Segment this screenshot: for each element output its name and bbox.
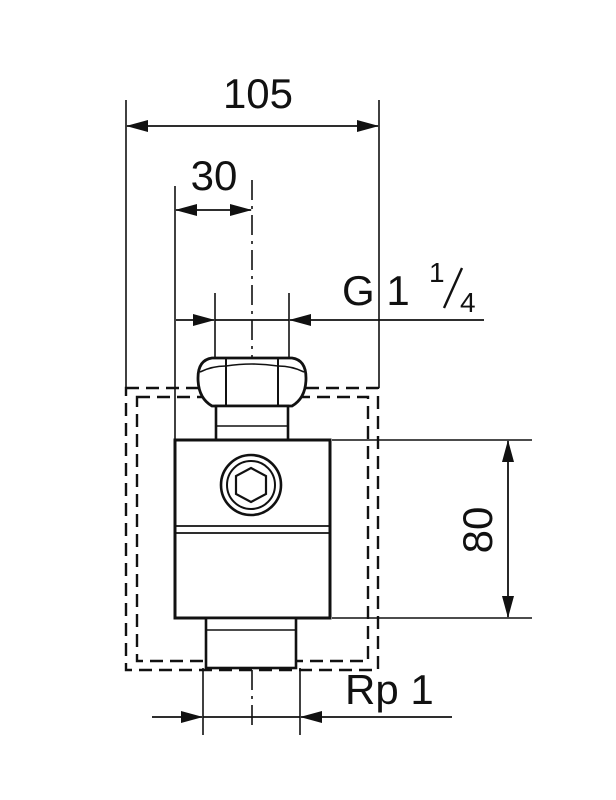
rp-thread-label: Rp 1 [345,666,434,713]
dim-80-label: 80 [454,507,501,554]
g-thread-fraction-num: 1 [429,257,445,288]
g-thread-prefix: G 1 [342,267,410,314]
side-port [219,453,283,517]
g-thread-fraction-bar [442,267,464,309]
dim-30-label: 30 [191,152,238,199]
g-thread-label: G 1 1 4 [342,257,476,318]
dim-105-label: 105 [223,70,293,117]
top-thread-neck [214,404,290,442]
bottom-thread-neck [204,616,298,670]
hex-nut [196,356,308,408]
g-thread-fraction-den: 4 [460,287,476,318]
extension-lines [125,100,532,735]
